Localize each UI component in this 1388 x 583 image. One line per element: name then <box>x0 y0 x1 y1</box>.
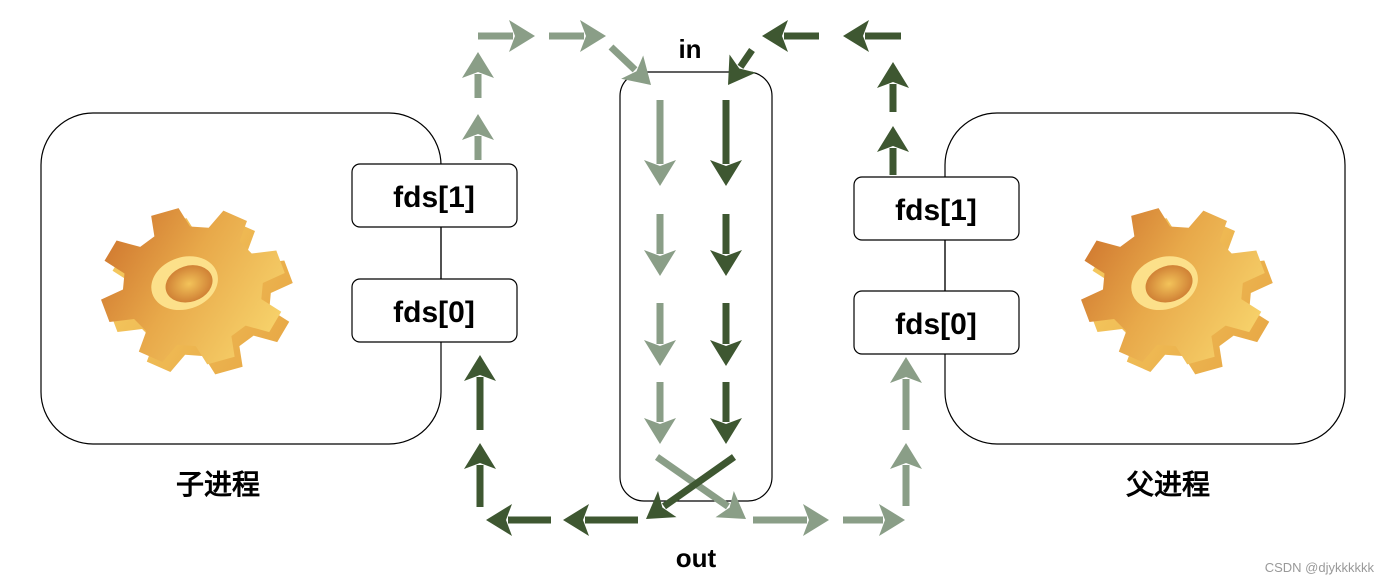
child-write-arrow <box>462 114 494 160</box>
parent-process: fds[1] fds[0] 父进程 <box>853 112 1346 501</box>
pipe-box <box>619 71 773 502</box>
arrow-head <box>877 126 909 152</box>
pipe-in-label: in <box>678 34 701 64</box>
parent-fds-1-label: fds[1] <box>895 194 977 227</box>
parent-write-arrow <box>843 20 901 52</box>
pipe-light-arrow <box>644 100 676 186</box>
arrow-head <box>462 114 494 140</box>
arrow-head <box>644 250 676 276</box>
arrow-head <box>644 160 676 186</box>
arrow-head <box>728 54 756 85</box>
arrow-head <box>890 357 922 383</box>
child-fds-1-box <box>351 163 518 228</box>
pipe-dark-arrow <box>710 382 742 444</box>
child-write-arrow <box>478 20 535 52</box>
arrow-head <box>710 418 742 444</box>
arrow-shaft <box>661 454 737 510</box>
arrow-head <box>715 491 746 519</box>
child-read-arrow <box>563 504 638 536</box>
child-process: fds[1] fds[0] 子进程 <box>40 112 518 501</box>
pipe-light-cross-arrow <box>654 454 746 519</box>
child-read-arrow <box>464 355 496 430</box>
parent-fds-1-box <box>853 176 1020 241</box>
arrow-head <box>644 418 676 444</box>
arrow-head <box>879 504 905 536</box>
arrow-head <box>877 62 909 88</box>
child-read-arrow <box>486 504 551 536</box>
arrow-head <box>621 55 651 85</box>
arrow-head <box>843 20 869 52</box>
pipe-light-arrow <box>644 214 676 276</box>
parent-write-arrow <box>728 48 756 85</box>
arrow-head <box>803 504 829 536</box>
child-write-arrow <box>462 52 494 98</box>
arrow-head <box>462 52 494 78</box>
parent-read-arrow <box>843 504 905 536</box>
child-write-arrow <box>608 44 651 85</box>
arrow-shaft <box>654 454 730 510</box>
child-fds-1-label: fds[1] <box>393 181 475 214</box>
child-write-arrow <box>549 20 606 52</box>
child-fds-0-box <box>351 278 518 343</box>
pipe-dark-arrow <box>710 303 742 366</box>
arrow-head <box>646 490 677 519</box>
parent-write-arrow <box>877 62 909 112</box>
arrow-head <box>890 443 922 469</box>
arrow-head <box>762 20 788 52</box>
arrow-shaft <box>608 44 638 73</box>
child-fds-0-label: fds[0] <box>393 296 475 329</box>
parent-process-label: 父进程 <box>1126 468 1210 501</box>
arrow-head <box>644 340 676 366</box>
parent-read-arrow <box>890 443 922 506</box>
arrow-head <box>710 160 742 186</box>
arrow-head <box>486 504 512 536</box>
arrow-head <box>464 355 496 381</box>
parent-fds-0-label: fds[0] <box>895 308 977 341</box>
parent-read-arrow <box>890 357 922 430</box>
parent-fds-0-box <box>853 290 1020 355</box>
parent-write-arrow <box>762 20 819 52</box>
watermark: CSDN @djykkkkkk <box>1265 560 1375 575</box>
pipe-dark-cross-arrow <box>646 454 737 519</box>
child-process-label: 子进程 <box>176 468 260 501</box>
parent-write-arrow <box>877 126 909 175</box>
pipe-dark-arrow <box>710 100 742 186</box>
pipe-out-label: out <box>676 543 717 573</box>
arrow-shaft <box>737 48 755 69</box>
pipe-light-arrow <box>644 303 676 366</box>
flow-arrows <box>462 20 922 536</box>
child-read-arrow <box>464 443 496 507</box>
parent-read-arrow <box>753 504 829 536</box>
arrow-head <box>563 504 589 536</box>
pipe-dark-arrow <box>710 214 742 276</box>
arrow-head <box>580 20 606 52</box>
arrow-head <box>509 20 535 52</box>
pipe-light-arrow <box>644 382 676 444</box>
arrow-head <box>710 340 742 366</box>
pipe: in out <box>619 34 773 573</box>
arrow-head <box>464 443 496 469</box>
arrow-head <box>710 250 742 276</box>
